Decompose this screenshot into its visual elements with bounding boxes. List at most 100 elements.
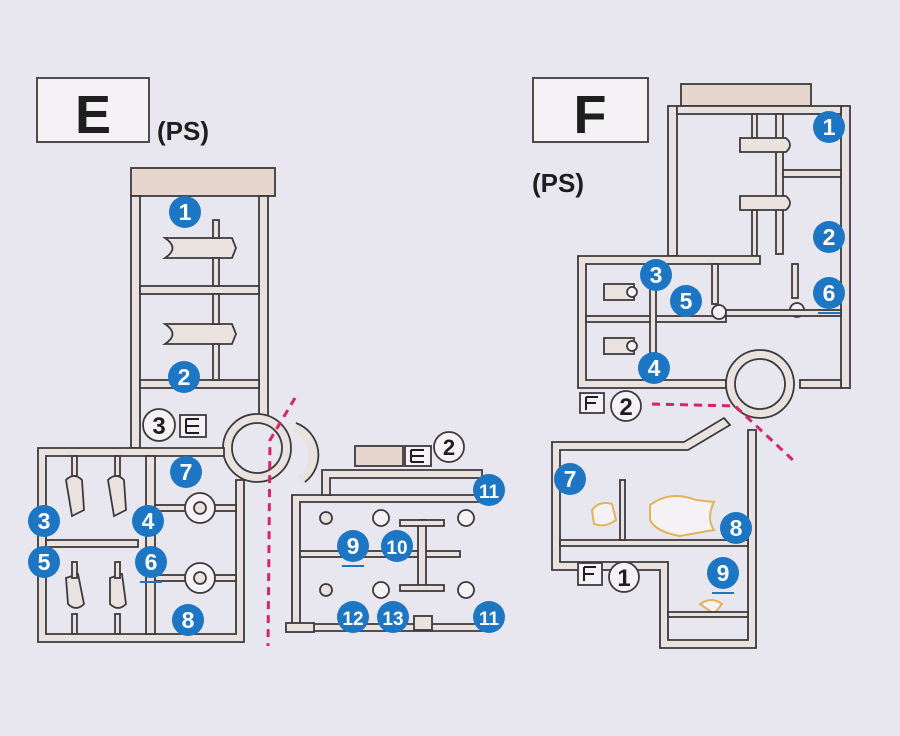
callout-f-1: 1 [813,111,845,143]
sprue-e-right-subtag-circle [433,431,465,463]
sprue-e-runner [139,379,260,389]
callout-circle [28,546,60,578]
callout-f-9: 9 [707,557,739,594]
sprue-e-subtag-circle [142,408,176,442]
callout-e-10: 10 [381,530,413,562]
sprue-f-hub-inner [734,358,786,410]
sprue-e-right-tag [354,445,404,467]
callout-circle [473,474,505,506]
sprue-e-gate [71,455,78,477]
callout-e-3: 3 [28,505,60,537]
sprue-e-gate [71,561,78,579]
callout-number: 4 [142,508,155,534]
sprue-e-runner [139,285,260,295]
callout-f-2: 2 [813,221,845,253]
callout-number: 12 [342,609,363,630]
callout-number: 2 [823,224,836,250]
sprue-e-tab [285,622,315,633]
sprue-f-runner [840,105,851,389]
callout-number: 5 [38,549,51,575]
sprue-f-hub [725,349,795,419]
sprue-f-subtag-circle [610,390,642,422]
callout-circle [813,221,845,253]
sprue-f-upper-subtag: 2 [619,394,632,421]
sprue-e-gate [114,561,121,579]
sprue-f: F (PS) 2 [532,77,851,649]
callout-circle [337,601,369,633]
callout-e-13: 13 [377,601,409,633]
sprue-f-gate [711,263,719,305]
sprue-f-runner [559,539,749,547]
sprue-e-runner [399,584,445,592]
callout-circle [170,456,202,488]
part-e13-knob [372,581,390,599]
sprue-e-subtag-letter [185,418,199,434]
callout-circle [172,604,204,636]
callout-e-9: 9 [337,530,369,567]
part-e12-knob [319,583,333,597]
sprue-f-runner [799,379,842,389]
callout-circle [707,557,739,589]
part-e3-shape [65,475,85,518]
callout-e-8: 8 [172,604,204,636]
callout-circle [473,601,505,633]
callout-circle [670,285,702,317]
callout-number: 3 [38,508,51,534]
sprue-f-gate [751,113,758,139]
part-f2-shape [739,195,791,211]
part-f4-knob [626,340,638,352]
sprue-f-tag [680,83,812,107]
part-e10-knob [372,509,390,527]
callout-e-11a: 11 [473,474,505,506]
sprue-e-letter: E [75,85,111,145]
sprue-e-title-box [36,77,150,143]
sprue-f-lower-subtag-letter [583,566,596,581]
part-f3-knob [626,286,638,298]
part-e4-disc-center [193,501,207,515]
sprue-e-gate [71,613,78,635]
callout-number: 4 [648,355,661,381]
sprue-f-runner [667,105,678,257]
callout-circle [377,601,409,633]
sprue-f-gate [751,209,758,257]
callout-e-11b: 11 [473,601,505,633]
sprue-e-runner [258,195,269,427]
callout-number: 13 [382,609,403,630]
sprue-e-tab [413,615,433,631]
callout-f-8: 8 [720,512,752,544]
sprue-f-letter: F [574,85,607,145]
callout-circle [638,352,670,384]
sprue-e-right-subtag: 2 [443,435,455,460]
sprue-e-gate [212,343,220,381]
callout-e-7: 7 [170,456,202,488]
callout-number: 2 [178,364,191,390]
sprue-e-gate [212,257,220,287]
part-f5-ring [711,304,727,320]
callout-number: 3 [650,262,663,288]
sprue-e-arc-edge [295,422,320,483]
sprue-e-arc [293,423,318,484]
callout-circle [132,505,164,537]
sprue-f-material: (PS) [532,168,584,198]
sprue-f-runner [775,113,784,255]
part-e5-shape [65,572,85,609]
callout-number: 1 [179,199,192,225]
callout-e-6: 6 [135,546,167,583]
part-f8-shape [649,495,716,538]
sprue-f-gate [791,263,799,299]
callout-circle [813,277,845,309]
part-e4-shape [107,475,127,518]
sprue-f-hub-outer [725,349,795,419]
callout-number: 8 [730,515,743,541]
part-f9-shape [698,599,724,616]
sprue-e-runner [45,539,139,548]
part-e9-knob [319,511,333,525]
sprue-e-lower-frame [37,447,245,643]
callout-number: 6 [823,280,836,306]
callout-circle [381,530,413,562]
sprue-e-cut-line [266,397,297,647]
part-e6-disc-center [193,571,207,585]
sprue-e-gate [114,613,121,635]
